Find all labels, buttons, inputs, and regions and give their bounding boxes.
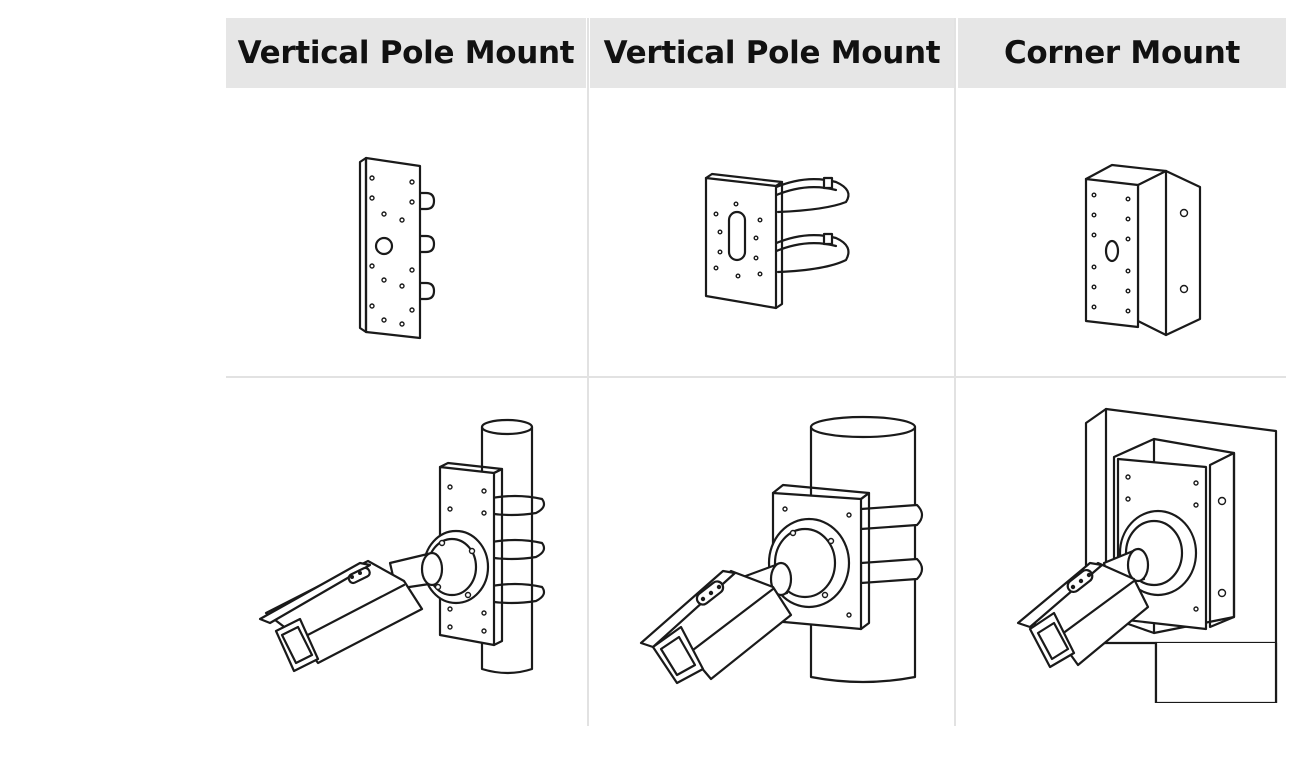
pole-mount-bracket-icon — [326, 148, 486, 348]
column-header-3: Corner Mount — [958, 18, 1286, 88]
column-header-label: Vertical Pole Mount — [237, 35, 575, 71]
column-header-2: Vertical Pole Mount — [590, 18, 954, 88]
camera-on-pole-icon — [256, 413, 576, 683]
column-header-label: Corner Mount — [1003, 35, 1240, 71]
column-divider — [954, 18, 956, 726]
corner-mount-bracket-icon — [1076, 163, 1216, 343]
column-header-label: Vertical Pole Mount — [603, 35, 941, 71]
camera-on-corner-icon — [1006, 403, 1286, 703]
mount-options-table: Vertical Pole Mount Vertical Pole Mount … — [226, 18, 1286, 726]
column-header-1: Vertical Pole Mount — [226, 18, 586, 88]
row-divider — [226, 376, 1286, 378]
pole-band-bracket-icon — [696, 168, 876, 318]
column-divider — [587, 18, 589, 726]
camera-on-pole-band-icon — [631, 413, 951, 693]
